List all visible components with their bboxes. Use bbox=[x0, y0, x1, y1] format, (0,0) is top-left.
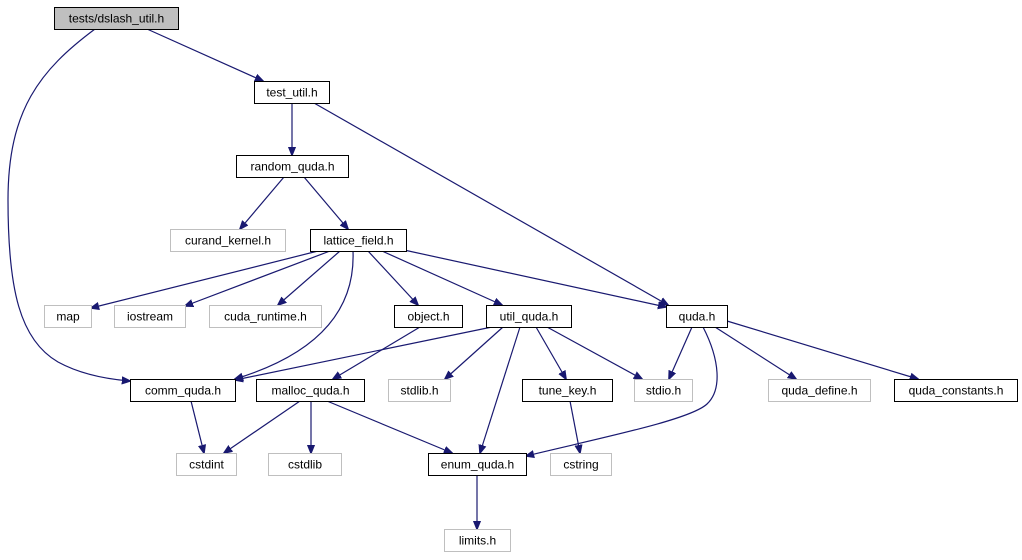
node-box-random_quda bbox=[236, 155, 349, 178]
node-box-map bbox=[44, 305, 92, 328]
node-box-cuda_runtime bbox=[209, 305, 322, 328]
node-util_quda[interactable]: util_quda.h bbox=[486, 305, 572, 328]
node-box-malloc_quda bbox=[256, 379, 365, 402]
edge-util_quda-to-enum_quda bbox=[480, 326, 521, 453]
edge-lattice_field-to-object bbox=[367, 250, 418, 305]
node-label-dslash_util: tests/dslash_util.h bbox=[69, 12, 164, 26]
node-box-tune_key bbox=[522, 379, 613, 402]
edge-quda-to-quda_constants bbox=[726, 320, 918, 379]
node-box-curand_kernel bbox=[170, 229, 286, 252]
node-tune_key[interactable]: tune_key.h bbox=[522, 379, 613, 402]
node-box-dslash_util bbox=[54, 7, 179, 30]
node-label-quda: quda.h bbox=[679, 310, 716, 324]
node-box-cstdlib bbox=[268, 453, 342, 476]
node-label-limits: limits.h bbox=[459, 534, 496, 548]
edge-malloc_quda-to-enum_quda bbox=[326, 400, 452, 453]
edge-util_quda-to-tune_key bbox=[535, 326, 566, 379]
node-label-util_quda: util_quda.h bbox=[500, 310, 559, 324]
node-cuda_runtime: cuda_runtime.h bbox=[209, 305, 322, 328]
edge-random_quda-to-curand_kernel bbox=[240, 176, 285, 229]
node-box-stdlib bbox=[388, 379, 451, 402]
edges-layer bbox=[7, 28, 918, 529]
node-box-quda_define bbox=[768, 379, 871, 402]
node-cstdint: cstdint bbox=[176, 453, 237, 476]
edge-dslash_util-to-test_util bbox=[146, 28, 263, 81]
edge-lattice_field-to-iostream bbox=[185, 250, 331, 306]
nodes-layer: tests/dslash_util.h test_util.h random_qud… bbox=[44, 7, 1018, 552]
node-label-random_quda: random_quda.h bbox=[250, 160, 334, 174]
node-label-cstdint: cstdint bbox=[189, 458, 224, 472]
node-limits: limits.h bbox=[444, 529, 511, 552]
node-label-malloc_quda: malloc_quda.h bbox=[271, 384, 349, 398]
node-label-stdlib: stdlib.h bbox=[400, 384, 438, 398]
node-label-iostream: iostream bbox=[127, 310, 173, 324]
node-label-tune_key: tune_key.h bbox=[539, 384, 597, 398]
node-label-map: map bbox=[56, 310, 80, 324]
node-map: map bbox=[44, 305, 92, 328]
edge-lattice_field-to-comm_quda bbox=[235, 250, 354, 379]
node-box-object bbox=[394, 305, 463, 328]
node-box-enum_quda bbox=[428, 453, 527, 476]
node-box-lattice_field bbox=[310, 229, 407, 252]
node-box-comm_quda bbox=[130, 379, 236, 402]
edge-test_util-to-quda bbox=[313, 102, 668, 305]
node-quda[interactable]: quda.h bbox=[666, 305, 728, 328]
node-quda_define: quda_define.h bbox=[768, 379, 871, 402]
node-box-test_util bbox=[254, 81, 330, 104]
edge-lattice_field-to-quda bbox=[403, 249, 666, 307]
node-test_util[interactable]: test_util.h bbox=[254, 81, 330, 104]
edge-lattice_field-to-cuda_runtime bbox=[278, 250, 341, 305]
node-label-quda_define: quda_define.h bbox=[781, 384, 857, 398]
node-box-limits bbox=[444, 529, 511, 552]
node-box-cstdint bbox=[176, 453, 237, 476]
edge-comm_quda-to-cstdint bbox=[190, 400, 204, 453]
node-label-comm_quda: comm_quda.h bbox=[145, 384, 221, 398]
edge-util_quda-to-comm_quda bbox=[235, 326, 493, 380]
node-malloc_quda[interactable]: malloc_quda.h bbox=[256, 379, 365, 402]
edge-util_quda-to-stdlib bbox=[445, 326, 504, 379]
node-label-quda_constants: quda_constants.h bbox=[909, 384, 1004, 398]
node-box-iostream bbox=[114, 305, 186, 328]
edge-tune_key-to-cstring bbox=[569, 400, 580, 453]
node-stdlib: stdlib.h bbox=[388, 379, 451, 402]
edge-dslash_util-to-comm_quda bbox=[7, 28, 130, 381]
node-cstring: cstring bbox=[550, 453, 612, 476]
node-iostream: iostream bbox=[114, 305, 186, 328]
edge-object-to-malloc_quda bbox=[333, 326, 421, 379]
edge-lattice_field-to-util_quda bbox=[381, 250, 502, 305]
edge-quda-to-quda_define bbox=[714, 326, 796, 379]
node-box-stdio bbox=[634, 379, 693, 402]
node-label-enum_quda: enum_quda.h bbox=[441, 458, 514, 472]
edge-quda-to-enum_quda bbox=[526, 326, 718, 456]
node-object[interactable]: object.h bbox=[394, 305, 463, 328]
node-label-cstdlib: cstdlib bbox=[288, 458, 322, 472]
node-cstdlib: cstdlib bbox=[268, 453, 342, 476]
node-stdio: stdio.h bbox=[634, 379, 693, 402]
node-label-test_util: test_util.h bbox=[266, 86, 317, 100]
node-quda_constants[interactable]: quda_constants.h bbox=[894, 379, 1018, 402]
edge-util_quda-to-stdio bbox=[546, 326, 642, 379]
edge-malloc_quda-to-cstdint bbox=[224, 400, 301, 453]
node-box-util_quda bbox=[486, 305, 572, 328]
node-label-curand_kernel: curand_kernel.h bbox=[185, 234, 271, 248]
node-label-cuda_runtime: cuda_runtime.h bbox=[224, 310, 307, 324]
node-lattice_field[interactable]: lattice_field.h bbox=[310, 229, 407, 252]
node-box-quda bbox=[666, 305, 728, 328]
node-enum_quda[interactable]: enum_quda.h bbox=[428, 453, 527, 476]
node-box-cstring bbox=[550, 453, 612, 476]
node-label-lattice_field: lattice_field.h bbox=[323, 234, 393, 248]
edge-lattice_field-to-map bbox=[91, 250, 319, 308]
node-curand_kernel: curand_kernel.h bbox=[170, 229, 286, 252]
node-box-quda_constants bbox=[894, 379, 1018, 402]
node-random_quda[interactable]: random_quda.h bbox=[236, 155, 349, 178]
node-comm_quda[interactable]: comm_quda.h bbox=[130, 379, 236, 402]
edge-random_quda-to-lattice_field bbox=[303, 176, 348, 229]
node-label-cstring: cstring bbox=[563, 458, 598, 472]
node-label-stdio: stdio.h bbox=[646, 384, 681, 398]
edge-quda-to-stdio bbox=[669, 326, 693, 379]
node-label-object: object.h bbox=[407, 310, 449, 324]
node-dslash_util[interactable]: tests/dslash_util.h bbox=[54, 7, 179, 30]
